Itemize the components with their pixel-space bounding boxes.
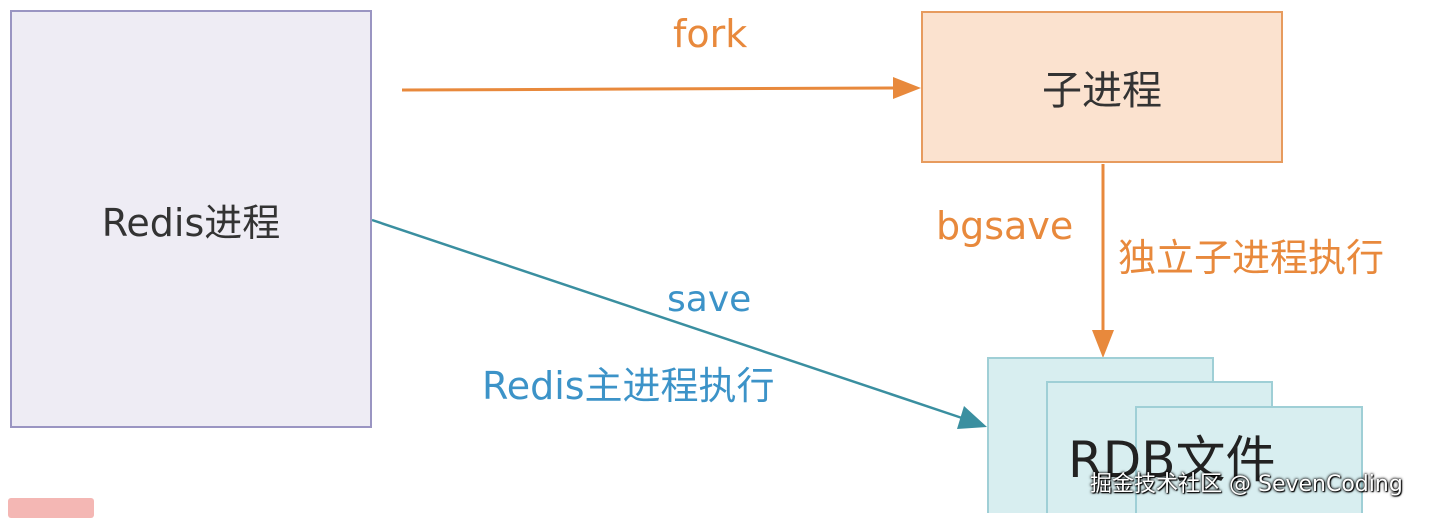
save-edge-description: Redis主进程执行: [482, 364, 775, 408]
save-edge-label: save: [667, 279, 752, 320]
child-process-label: 子进程: [1042, 68, 1162, 114]
fork-arrow-line: [401, 86, 896, 92]
redis-process-node: Redis进程: [10, 10, 372, 428]
rdb-document-front: [1135, 406, 1363, 513]
rdb-file-stack: [987, 357, 1363, 513]
fork-edge-label: fork: [673, 12, 748, 56]
bgsave-edge-description: 独立子进程执行: [1118, 236, 1385, 280]
bgsave-arrowhead: [1092, 330, 1114, 358]
watermark: 掘金技术社区 @ SevenCoding: [1090, 472, 1403, 497]
corner-tag: [8, 498, 94, 518]
fork-arrowhead: [893, 77, 921, 99]
child-process-node: 子进程: [921, 11, 1283, 163]
rdb-file-label: RDB文件: [1068, 431, 1276, 489]
save-arrow-line: [371, 218, 963, 420]
redis-process-label: Redis进程: [101, 200, 281, 245]
bgsave-edge-label: bgsave: [936, 204, 1074, 248]
save-arrowhead: [957, 406, 987, 429]
